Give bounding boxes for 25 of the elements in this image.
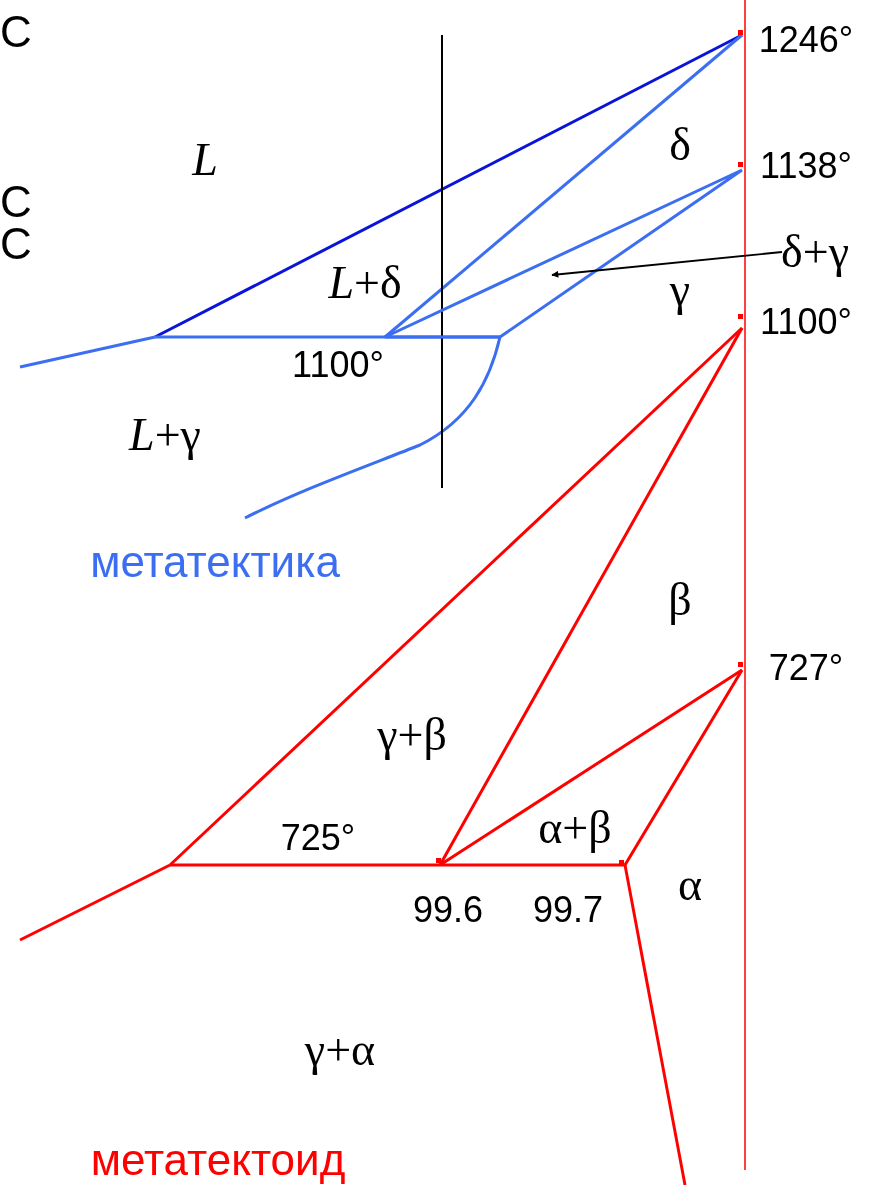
temperature-label: 1138° (760, 148, 852, 184)
phase-label: α (677, 862, 703, 908)
phase-label: γ+α (304, 1027, 376, 1073)
axis-unit-label: C (0, 222, 32, 266)
phase-label: γ+β (377, 712, 447, 758)
composition-label: 99.6 (412, 892, 484, 928)
temperature-label: 1100° (292, 347, 384, 383)
phase-label: δ (669, 122, 691, 168)
axis-unit-label: C (0, 10, 32, 54)
temperature-label: 725° (280, 820, 356, 856)
reaction-type-label: метатектоид (90, 1138, 346, 1182)
phase-label: α+β (538, 805, 612, 851)
phase-label: L (192, 137, 218, 183)
reaction-type-label: метатектика (90, 540, 340, 584)
phase-label: β (668, 577, 692, 623)
phase-label: L+γ (129, 412, 201, 458)
leader-arrow (551, 251, 783, 278)
phase-label: δ+γ (781, 229, 849, 275)
phase-label: γ (669, 267, 691, 313)
temperature-label: 727° (768, 650, 844, 686)
temperature-label: 1100° (760, 304, 852, 340)
axis-unit-label: C (0, 180, 32, 224)
composition-label: 99.7 (532, 892, 604, 928)
temperature-label: 1246° (758, 22, 854, 58)
phase-label: L+δ (328, 260, 402, 306)
